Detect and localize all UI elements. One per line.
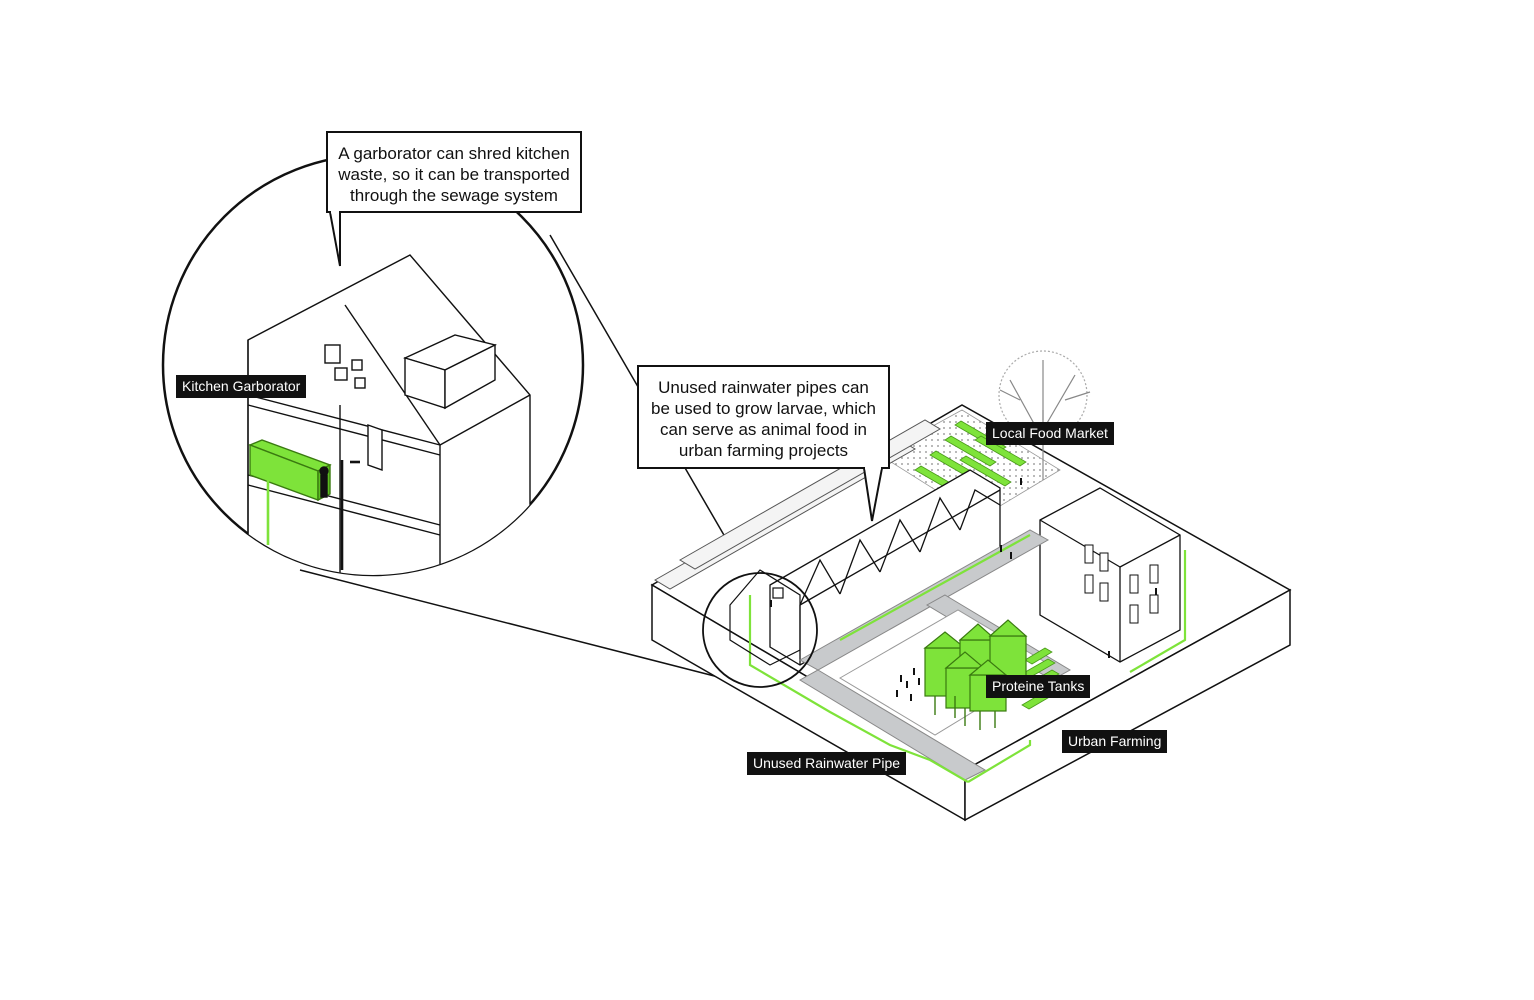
urban-farming-label: Urban Farming [1062, 730, 1168, 753]
zoom-detail-circle [161, 153, 585, 577]
garborator-pipes [266, 460, 360, 570]
rainwater-callout-tail [862, 466, 884, 522]
local-food-market-label: Local Food Market [986, 422, 1114, 445]
garborator-callout: A garborator can shred kitchen waste, so… [326, 131, 582, 213]
people-figures [770, 478, 1157, 701]
rainwater-pipe-lines [748, 534, 1187, 783]
zoom-focus-circle [702, 572, 818, 688]
kitchen-garborator-label: Kitchen Garborator [176, 375, 307, 398]
proteine-tanks-label: Proteine Tanks [986, 675, 1091, 698]
unused-rainwater-pipe-label: Unused Rainwater Pipe [747, 752, 907, 775]
proteine-tanks [923, 619, 1028, 712]
apartment-block [1039, 487, 1181, 663]
door [367, 424, 383, 471]
end-house [729, 569, 801, 666]
apartment-windows [1084, 544, 1159, 624]
tank-legs [934, 696, 996, 730]
rainwater-callout: Unused rainwater pipes can be used to gr… [637, 365, 890, 469]
site-block [650, 350, 1292, 822]
garborator-callout-tail [328, 210, 341, 267]
